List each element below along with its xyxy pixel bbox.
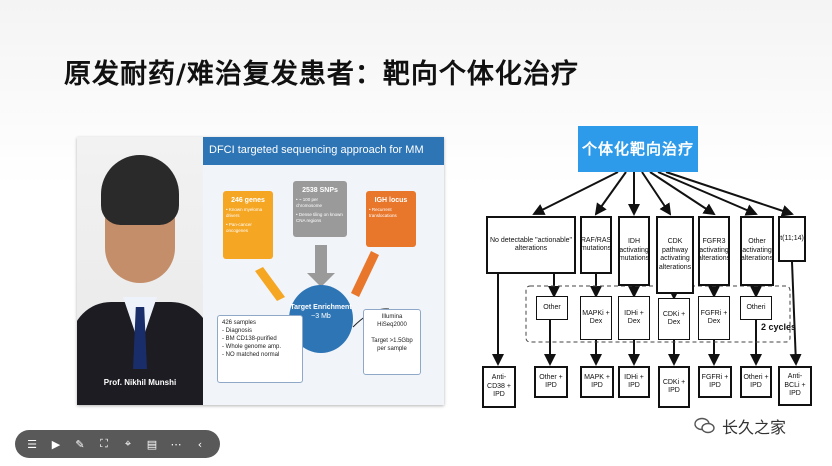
category-box: Other activating alterations [740,216,774,286]
wechat-icon [694,417,715,434]
presentation-toolbar: ☰ ▶ ✎ ⛶ ⌖ ▤ ⋯ ‹ [15,430,220,458]
snps-box: 2538 SNPs • ~ 100 per chromosome • Dense… [293,181,347,237]
comment-icon[interactable]: ▤ [146,437,158,451]
sequencing-diagram: DFCI targeted sequencing approach for MM… [203,137,444,405]
cursor-icon[interactable]: ⌖ [124,437,132,450]
illumina-box: Illumina HiSeq2000 Target >1.5Gbp per sa… [363,309,421,375]
igh-box: IGH locus • Recurrent translocations [366,191,416,247]
slide-title: 原发耐药/难治复发患者：靶向个体化治疗 [64,59,579,90]
category-box: No detectable "actionable" alterations [486,216,576,274]
category-box: t(11;14) [778,216,806,262]
category-box: IDH activating mutations [618,216,650,286]
therapy-box: IDHi + Dex [618,296,650,340]
watermark: 长久之家 [694,414,786,438]
therapy-box: Otheri [740,296,772,320]
embedded-slide-image: Prof. Nikhil Munshi DFCI targeted sequen… [77,137,444,405]
therapy-box: MAPKi + Dex [580,296,612,340]
pen-icon[interactable]: ✎ [75,437,85,451]
menu-icon[interactable]: ☰ [27,437,37,451]
outcome-box: CDKi + IPD [658,366,690,408]
therapy-box: Other [536,296,568,320]
category-box: RAF/RAS mutations [580,216,612,274]
flowchart: 个体化靶向治疗 No detectable "actionable" alter… [478,118,818,408]
watermark-text: 长久之家 [722,418,787,437]
outcome-box: Anti-BCLi + IPD [778,366,812,406]
outcome-box: IDHi + IPD [618,366,650,398]
flowchart-title: 个体化靶向治疗 [578,126,698,172]
category-box: CDK pathway activating alterations [656,216,694,294]
outcome-box: Otheri + IPD [740,366,772,398]
samples-box: 426 samples - Diagnosis - BM CD138-purif… [217,315,303,383]
back-icon[interactable]: ‹ [197,437,203,451]
therapy-box: CDKi + Dex [658,298,690,340]
speaker-photo: Prof. Nikhil Munshi [77,137,203,405]
more-icon[interactable]: ⋯ [170,437,182,451]
arrows [255,245,390,350]
outcome-box: Other + IPD [534,366,568,398]
play-icon[interactable]: ▶ [51,437,61,451]
embedded-header: DFCI targeted sequencing approach for MM [203,137,444,165]
screenshot-icon[interactable]: ⛶ [100,437,108,450]
cycles-label: 2 cycles [761,322,797,332]
outcome-box: FGFRi + IPD [698,366,732,398]
photo-caption: Prof. Nikhil Munshi [103,378,177,387]
outcome-box: MAPK + IPD [580,366,614,398]
outcome-box: Anti-CD38 + IPD [482,366,516,408]
flowchart-arrows [492,171,802,366]
genes-box: 246 genes • Known myeloma drivers • Pan-… [223,191,273,259]
category-box: FGFR3 activating alterations [698,216,730,286]
therapy-box: FGFRi + Dex [698,296,730,340]
